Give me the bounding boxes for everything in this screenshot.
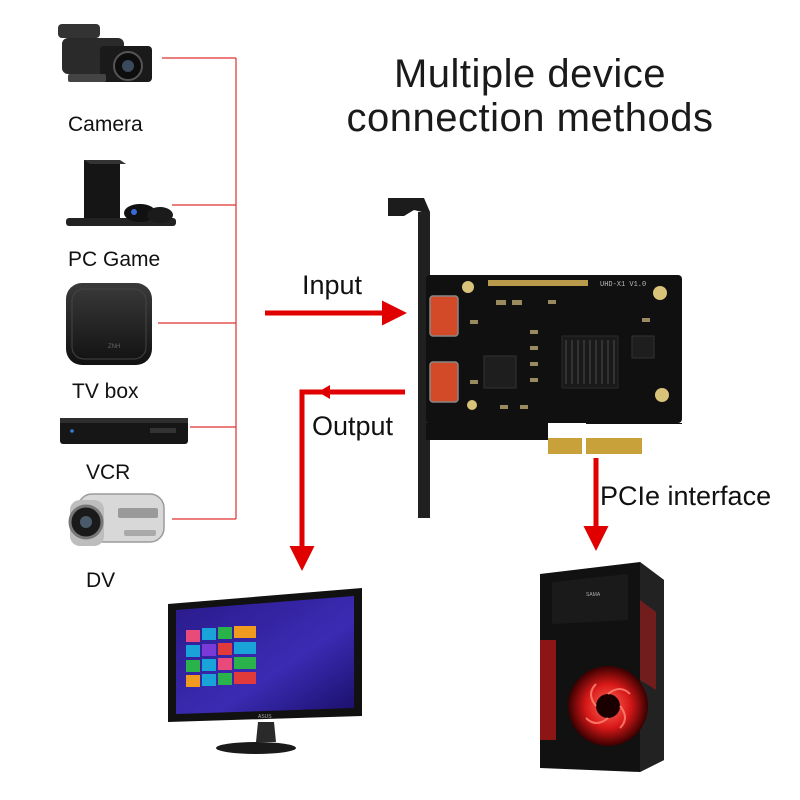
hdmi-in-port <box>429 295 459 337</box>
title-line-1: Multiple device <box>393 52 667 96</box>
pc-tower-icon: SAMA <box>540 562 664 772</box>
camera-label: Camera <box>68 113 143 136</box>
dv-label: DV <box>86 569 116 592</box>
svg-text:ZNH: ZNH <box>108 344 120 350</box>
output-label: Output <box>312 411 394 441</box>
title-line-2: connection methods <box>346 96 714 140</box>
tv-box-label: TV box <box>72 380 139 403</box>
vcr-icon <box>60 418 188 444</box>
input-label: Input <box>302 270 363 300</box>
screen-tiles <box>186 626 256 687</box>
diagram-title: Multiple device connection methods <box>310 52 750 140</box>
vcr-label: VCR <box>86 461 131 484</box>
monitor-brand: ASUS <box>258 714 272 720</box>
pcie-gold-fingers <box>548 438 642 454</box>
pcie-interface-label: PCIe interface <box>600 481 772 511</box>
device-connector-lines <box>158 57 237 520</box>
output-arrow <box>289 389 405 571</box>
capture-card-icon: UHD-X1 V1.0 <box>388 198 682 518</box>
card-silkscreen: UHD-X1 V1.0 <box>600 281 646 289</box>
output-arrow-start-head <box>318 385 330 399</box>
tv-box-icon: ZNH <box>66 283 152 365</box>
handycam-icon <box>68 493 165 546</box>
game-console-icon <box>66 160 176 226</box>
hdmi-out-port <box>429 361 459 403</box>
video-camera-icon <box>58 24 152 82</box>
monitor-icon: ASUS <box>168 588 362 754</box>
pc-game-label: PC Game <box>68 248 161 271</box>
tower-brand: SAMA <box>586 592 601 598</box>
